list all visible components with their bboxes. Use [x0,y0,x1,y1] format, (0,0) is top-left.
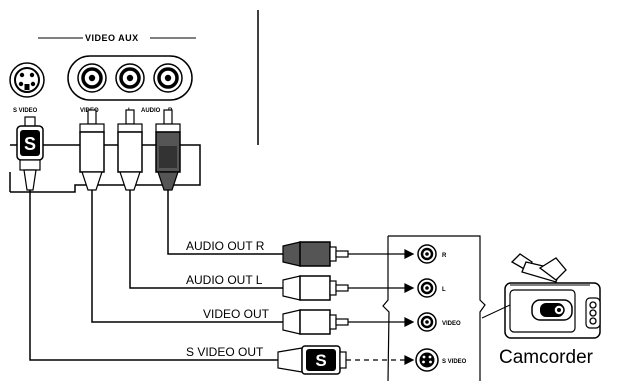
cam-l-jack [417,278,437,298]
cam-s-video-plug: S [277,345,347,375]
tv-audio-r-plug [155,109,181,191]
tv-audio-label: AUDIO [141,108,161,114]
audio-out-l-label: AUDIO OUT L [186,273,263,287]
cam-video-jack [417,312,437,332]
cable-audio-l [129,190,283,289]
tv-s-plug-letter: S [24,134,36,154]
tv-panel: VIDEO AUX S VIDEO [9,10,259,193]
connection-arrows [346,249,415,365]
video-aux-header: VIDEO AUX [85,33,139,43]
camcorder-label: Camcorder [499,347,594,368]
tv-audio-r-jack [153,63,183,93]
cam-s-video-jack [415,348,439,372]
cable-audio-r [167,190,283,255]
cam-audio-r-plug [282,241,349,267]
tv-audio-l-plug [117,109,143,191]
video-out-label: VIDEO OUT [203,307,270,321]
audio-out-r-label: AUDIO OUT R [186,239,265,253]
cables [29,190,283,361]
cam-video-label: VIDEO [442,321,461,327]
cable-video [91,190,283,323]
s-video-out-label: S VIDEO OUT [186,345,264,359]
cam-r-jack [417,244,437,264]
cam-s-video-label: S VIDEO [442,359,467,365]
cable-s-video [29,190,278,361]
tv-video-jack [77,63,107,93]
tv-audio-l-jack [115,63,145,93]
camcorder-icon [481,253,601,339]
cam-audio-l-plug [282,275,349,301]
tv-s-video-plug: S [16,116,44,191]
tv-s-video-label: S VIDEO [13,108,38,114]
cam-video-plug [282,309,349,335]
tv-s-video-jack [9,62,45,98]
camcorder-jack-panel: R L VIDEO S VIDEO [382,235,486,381]
cam-l-label: L [442,287,446,293]
tv-video-plug [79,109,105,191]
cam-s-plug-letter: S [315,351,326,370]
cam-r-label: R [442,253,447,259]
